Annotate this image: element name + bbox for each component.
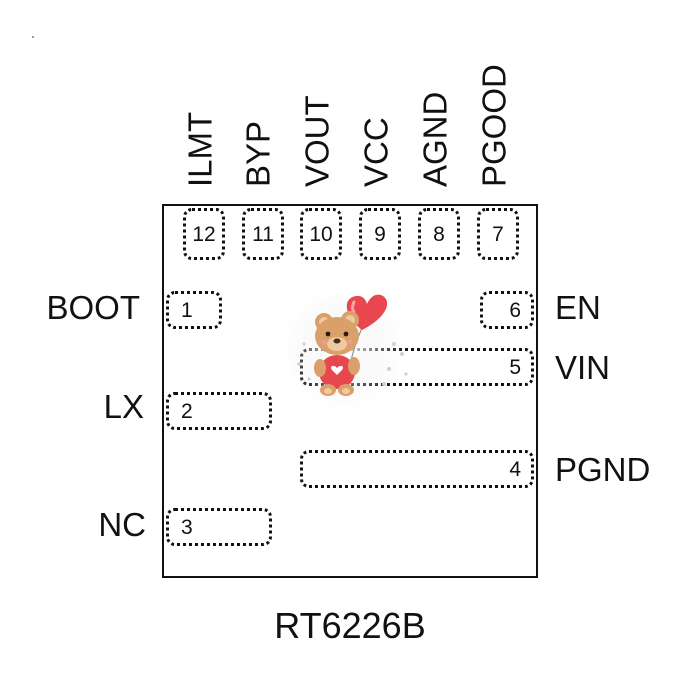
pad-number: 12 [192, 222, 216, 246]
pin-label-agnd: AGND [416, 91, 454, 187]
pad-number: 1 [181, 298, 193, 322]
pad-10: 10 [300, 208, 342, 260]
pad-9: 9 [359, 208, 401, 260]
pad-number: 7 [492, 222, 504, 246]
teddy-bear-heart-balloon-icon [284, 289, 408, 409]
pin-label-byp: BYP [239, 120, 277, 187]
pad-4: 4 [300, 450, 534, 488]
pad-6: 6 [480, 291, 534, 329]
pad-number: 3 [181, 515, 193, 539]
pin-label-vcc: VCC [357, 117, 395, 187]
pad-3: 3 [166, 508, 272, 546]
pin-label-vout: VOUT [298, 95, 336, 187]
pad-8: 8 [418, 208, 460, 260]
pin-label-vin: VIN [555, 349, 611, 386]
pad-1: 1 [166, 291, 222, 329]
pad-12: 12 [183, 208, 225, 260]
pin-label-en: EN [555, 289, 601, 326]
pad-number: 5 [509, 355, 521, 379]
pad-number: 10 [309, 222, 333, 246]
pin-label-nc: NC [98, 506, 146, 543]
pad-number: 6 [509, 298, 521, 322]
pad-number: 2 [181, 399, 193, 423]
pad-11: 11 [242, 208, 284, 260]
pad-7: 7 [477, 208, 519, 260]
pad-number: 4 [509, 457, 521, 481]
stray-mark [32, 36, 34, 38]
pin-label-lx: LX [103, 388, 144, 425]
pin-label-pgood: PGOOD [475, 64, 513, 187]
part-name: RT6226B [274, 605, 426, 646]
pin-label-pgnd: PGND [555, 451, 651, 488]
pad-number: 9 [374, 222, 386, 246]
pad-2: 2 [166, 392, 272, 430]
pin-label-ilmt: ILMT [181, 111, 219, 187]
pin-label-boot: BOOT [46, 289, 140, 326]
pad-number: 8 [433, 222, 445, 246]
chip-body: 12 11 10 9 8 7 1 2 3 6 5 4 [162, 204, 538, 578]
pad-number: 11 [252, 222, 274, 246]
